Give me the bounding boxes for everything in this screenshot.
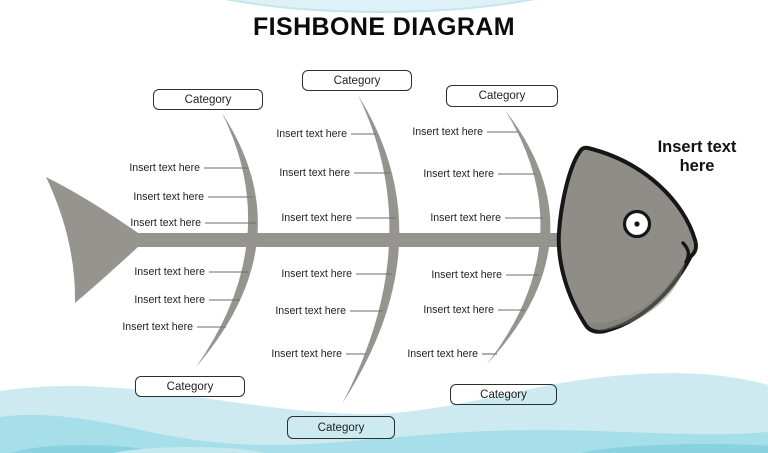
fish-spine	[136, 233, 562, 247]
category-label: Category	[166, 380, 214, 393]
category-box-top-3[interactable]: Category	[446, 85, 558, 107]
fish-head-shading	[588, 260, 686, 331]
category-box-top-2[interactable]: Category	[302, 70, 412, 91]
insert-text-placeholder[interactable]: Insert text here	[129, 162, 200, 174]
rib-arc-1	[196, 113, 258, 367]
fish-head	[556, 145, 698, 334]
insert-text-placeholder[interactable]: Insert text here	[130, 217, 201, 229]
category-box-bottom-1[interactable]: Category	[135, 376, 245, 397]
insert-text-placeholder[interactable]: Insert text here	[122, 321, 193, 333]
insert-text-placeholder[interactable]: Insert text here	[423, 168, 494, 180]
insert-text-placeholder[interactable]: Insert text here	[423, 304, 494, 316]
head-placeholder-label[interactable]: Insert text here	[657, 138, 737, 176]
page-title: FISHBONE DIAGRAM	[253, 13, 515, 41]
insert-text-placeholder[interactable]: Insert text here	[134, 266, 205, 278]
wave-accent-light	[114, 447, 266, 453]
insert-text-placeholder[interactable]: Insert text here	[279, 167, 350, 179]
insert-text-placeholder[interactable]: Insert text here	[281, 212, 352, 224]
wave-mid	[0, 414, 768, 453]
category-label: Category	[317, 421, 365, 434]
insert-text-placeholder[interactable]: Insert text here	[133, 191, 204, 203]
category-box-bottom-3[interactable]: Category	[450, 384, 557, 405]
rib-arc-2	[342, 95, 400, 404]
insert-text-placeholder[interactable]: Insert text here	[430, 212, 501, 224]
fish-tail	[46, 177, 138, 303]
insert-text-placeholder[interactable]: Insert text here	[134, 294, 205, 306]
top-wave-arc	[225, 0, 535, 13]
category-label: Category	[333, 74, 381, 87]
insert-text-placeholder[interactable]: Insert text here	[431, 269, 502, 281]
category-label: Category	[478, 90, 526, 102]
category-box-bottom-2[interactable]: Category	[287, 416, 395, 439]
category-box-top-1[interactable]: Category	[153, 89, 263, 110]
insert-text-placeholder[interactable]: Insert text here	[407, 348, 478, 360]
insert-text-placeholder[interactable]: Insert text here	[281, 268, 352, 280]
insert-text-placeholder[interactable]: Insert text here	[275, 305, 346, 317]
fish-eye-icon	[622, 209, 652, 239]
insert-text-placeholder[interactable]: Insert text here	[276, 128, 347, 140]
category-label: Category	[184, 93, 232, 106]
wave-accent-dark-left	[11, 445, 159, 453]
insert-text-placeholder[interactable]: Insert text here	[412, 126, 483, 138]
insert-text-placeholder[interactable]: Insert text here	[271, 348, 342, 360]
mouth-line	[681, 241, 691, 264]
category-label: Category	[480, 388, 527, 401]
wave-accent-dark-right	[581, 444, 768, 453]
